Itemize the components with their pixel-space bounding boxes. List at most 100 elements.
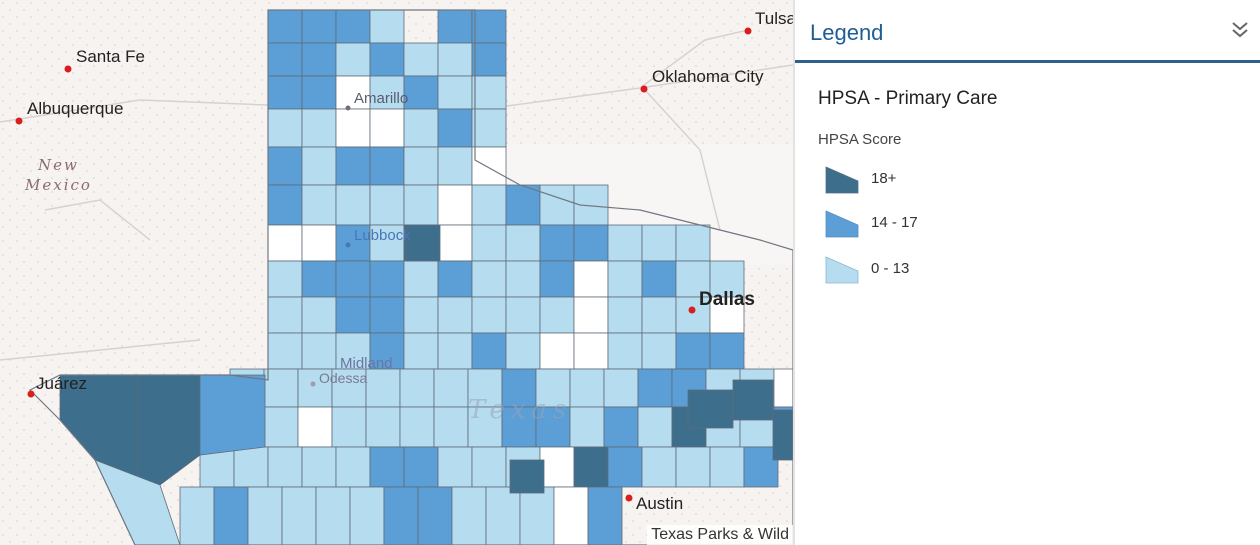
county-polygon[interactable] — [732, 379, 774, 421]
county-polygon[interactable] — [437, 296, 473, 334]
county-polygon[interactable] — [773, 368, 793, 408]
county-polygon[interactable] — [369, 9, 405, 44]
county-polygon[interactable] — [743, 446, 779, 488]
county-polygon[interactable] — [369, 75, 405, 110]
county-polygon[interactable] — [607, 260, 643, 298]
county-polygon[interactable] — [641, 446, 677, 488]
county-polygon[interactable] — [569, 406, 605, 448]
city-dot-amarillo[interactable] — [345, 105, 351, 111]
county-polygon[interactable] — [505, 332, 541, 370]
county-polygon[interactable] — [403, 42, 439, 77]
city-dot-santa-fe[interactable] — [64, 65, 72, 73]
county-polygon[interactable] — [603, 368, 639, 408]
map-canvas[interactable]: New Mexico Texas Santa Fe Albuquerque Tu… — [0, 0, 793, 545]
county-polygon[interactable] — [471, 108, 507, 148]
county-polygon[interactable] — [335, 9, 371, 44]
county-polygon[interactable] — [637, 368, 673, 408]
county-polygon[interactable] — [471, 332, 507, 370]
county-polygon[interactable] — [437, 108, 473, 148]
county-polygon[interactable] — [365, 368, 401, 408]
county-polygon[interactable] — [539, 296, 575, 334]
county-polygon[interactable] — [213, 486, 249, 545]
county-polygon[interactable] — [267, 184, 303, 226]
county-polygon[interactable] — [301, 332, 337, 370]
county-polygon[interactable] — [437, 446, 473, 488]
county-polygon[interactable] — [471, 184, 507, 226]
county-polygon[interactable] — [399, 368, 435, 408]
county-polygon[interactable] — [247, 486, 283, 545]
county-polygon[interactable] — [335, 260, 371, 298]
county-polygon[interactable] — [417, 486, 453, 545]
county-polygon[interactable] — [199, 374, 266, 456]
county-polygon[interactable] — [539, 332, 575, 370]
county-polygon[interactable] — [505, 224, 541, 262]
county-polygon[interactable] — [471, 224, 507, 262]
county-polygon[interactable] — [301, 42, 337, 77]
county-polygon[interactable] — [369, 296, 405, 334]
county-polygon[interactable] — [267, 108, 303, 148]
county-polygon[interactable] — [437, 42, 473, 77]
county-polygon[interactable] — [501, 406, 537, 448]
county-polygon[interactable] — [405, 224, 441, 262]
county-polygon[interactable] — [281, 486, 317, 545]
county-polygon[interactable] — [301, 75, 337, 110]
county-polygon[interactable] — [301, 296, 337, 334]
county-polygon[interactable] — [471, 260, 507, 298]
county-polygon[interactable] — [471, 75, 507, 110]
county-polygon[interactable] — [471, 42, 507, 77]
county-polygon[interactable] — [369, 108, 405, 148]
county-polygon[interactable] — [403, 296, 439, 334]
county-polygon[interactable] — [687, 389, 734, 429]
county-polygon[interactable] — [539, 260, 575, 298]
county-polygon[interactable] — [587, 486, 623, 545]
county-polygon[interactable] — [437, 332, 473, 370]
county-polygon[interactable] — [471, 446, 507, 488]
county-polygon[interactable] — [335, 296, 371, 334]
county-polygon[interactable] — [641, 332, 677, 370]
county-polygon[interactable] — [485, 486, 521, 545]
county-polygon[interactable] — [569, 368, 605, 408]
county-polygon[interactable] — [641, 260, 677, 298]
county-polygon[interactable] — [301, 108, 337, 148]
county-polygon[interactable] — [267, 146, 303, 186]
county-polygon[interactable] — [437, 260, 473, 298]
county-polygon[interactable] — [539, 446, 575, 488]
county-polygon[interactable] — [403, 146, 439, 186]
county-polygon[interactable] — [399, 406, 435, 448]
county-polygon[interactable] — [437, 146, 473, 186]
county-polygon[interactable] — [403, 260, 439, 298]
city-dot-austin[interactable] — [625, 494, 633, 502]
county-polygon[interactable] — [335, 446, 371, 488]
county-polygon[interactable] — [267, 42, 303, 77]
county-polygon[interactable] — [471, 9, 507, 44]
city-dot-odessa[interactable] — [310, 381, 316, 387]
county-polygon[interactable] — [301, 446, 337, 488]
panel-divider[interactable] — [793, 0, 795, 545]
county-polygon[interactable] — [403, 332, 439, 370]
county-polygon[interactable] — [519, 486, 555, 545]
county-polygon[interactable] — [263, 406, 299, 448]
city-dot-juarez[interactable] — [27, 390, 35, 398]
county-polygon[interactable] — [451, 486, 487, 545]
county-polygon[interactable] — [437, 9, 473, 44]
county-polygon[interactable] — [383, 486, 419, 545]
county-polygon[interactable] — [573, 332, 609, 370]
county-polygon[interactable] — [573, 296, 609, 334]
collapse-chevron-icon[interactable] — [1230, 20, 1250, 40]
county-polygon[interactable] — [509, 459, 545, 494]
county-polygon[interactable] — [433, 368, 469, 408]
county-polygon[interactable] — [263, 368, 299, 408]
county-polygon[interactable] — [607, 332, 643, 370]
county-polygon[interactable] — [675, 296, 711, 334]
county-polygon[interactable] — [539, 184, 575, 226]
county-polygon[interactable] — [403, 184, 439, 226]
county-polygon[interactable] — [539, 224, 575, 262]
county-polygon[interactable] — [267, 75, 303, 110]
county-polygon[interactable] — [267, 446, 303, 488]
county-polygon[interactable] — [267, 296, 303, 334]
county-polygon[interactable] — [267, 260, 303, 298]
county-polygon[interactable] — [335, 184, 371, 226]
map-view[interactable]: New Mexico Texas Santa Fe Albuquerque Tu… — [0, 0, 793, 545]
county-polygon[interactable] — [335, 42, 371, 77]
county-polygon[interactable] — [637, 406, 673, 448]
